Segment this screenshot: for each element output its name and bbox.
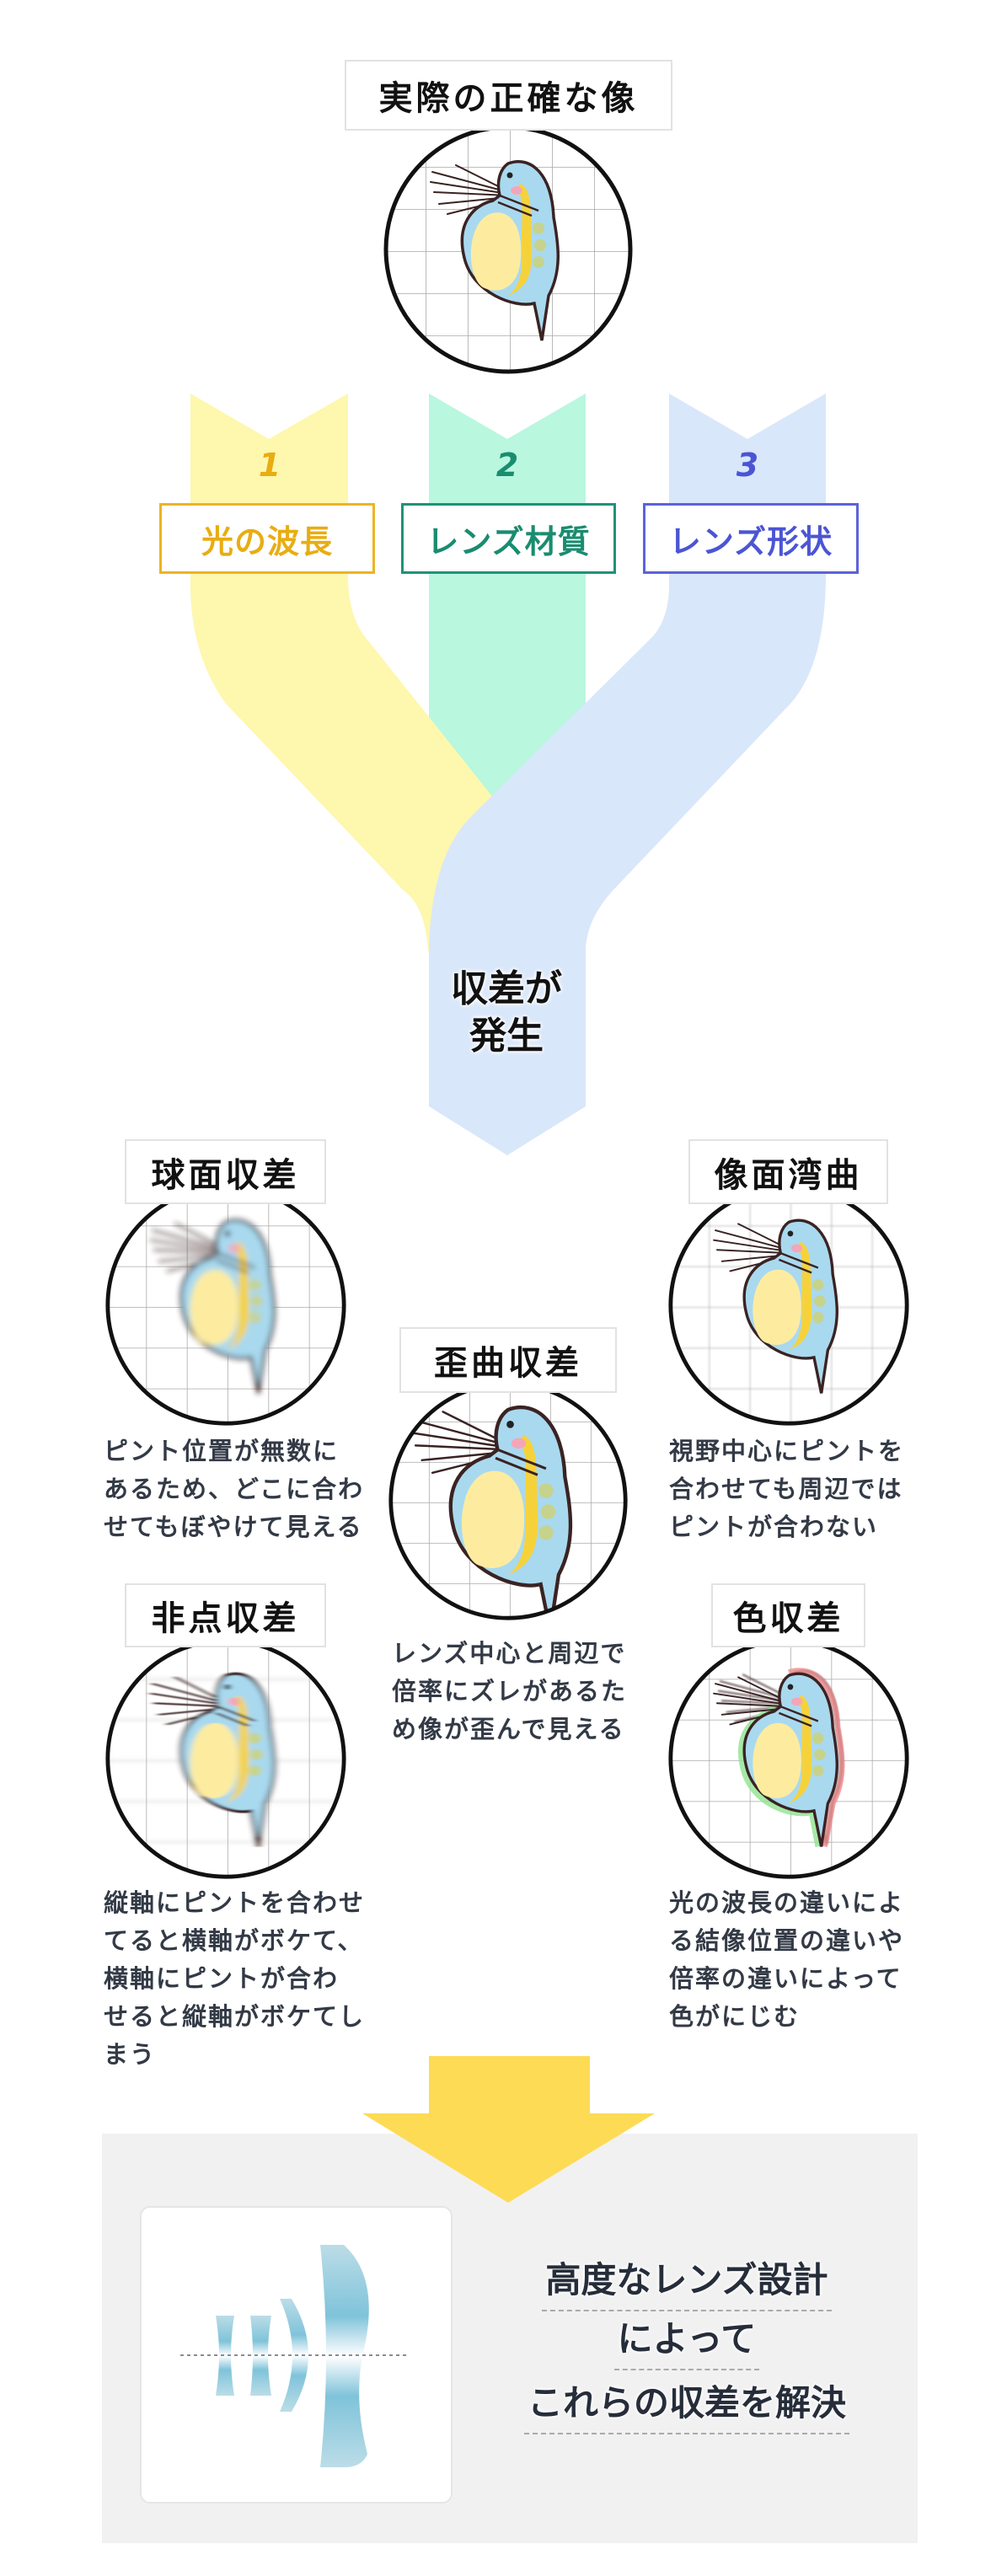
- distortion-description: レンズ中心と周辺で 倍率にズレがあるた め像が歪んで見える: [392, 1635, 627, 1749]
- desc-line: 合わせても周辺では: [669, 1475, 903, 1503]
- desc-line: 倍率にズレがあるた: [392, 1677, 628, 1706]
- chromatic-aberration-description: 光の波長の違いによ る結像位置の違いや 倍率の違いによって 色がにじむ: [669, 1884, 904, 2036]
- lens-element-3: [280, 2299, 308, 2412]
- lens-element-1: [216, 2316, 234, 2396]
- desc-line: め像が歪んで見える: [392, 1715, 625, 1743]
- chromatic-aberration-circle: [668, 1638, 909, 1879]
- solution-text: 高度なレンズ設計: [542, 2252, 832, 2311]
- desc-line: あるため、どこに合わ: [104, 1475, 365, 1503]
- aberration-result-label: 収差が 発生: [427, 966, 586, 1060]
- astigmatism-title: 非点収差: [125, 1583, 326, 1647]
- spherical-aberration-title: 球面収差: [125, 1139, 326, 1204]
- cause-label-wavelength: 光の波長: [159, 503, 375, 574]
- cause-label-lens-material: レンズ材質: [401, 503, 616, 574]
- cause-number-3: 3: [736, 447, 759, 484]
- field-curvature-circle: [668, 1185, 909, 1426]
- lens-system-icon: [180, 2245, 408, 2467]
- desc-line: 色がにじむ: [669, 2002, 801, 2031]
- solution-line-1: 高度なレンズ設計: [506, 2252, 868, 2311]
- solution-line-2: によって: [506, 2311, 868, 2370]
- desc-line: 光の波長の違いによ: [669, 1888, 905, 1917]
- field-curvature-description: 視野中心にピントを 合わせても周辺では ピントが合わない: [669, 1433, 904, 1546]
- lens-element-2: [250, 2316, 271, 2396]
- lens-element-4: [320, 2245, 369, 2467]
- desc-line: る結像位置の違いや: [669, 1926, 905, 1955]
- desc-line: 縦軸にピントを合わせ: [104, 1888, 366, 1917]
- distortion-title: 歪曲収差: [399, 1327, 617, 1393]
- desc-line: 倍率の違いによって: [669, 1964, 903, 1993]
- result-line-2: 発生: [469, 1015, 544, 1058]
- desc-line: レンズ中心と周辺で: [392, 1639, 627, 1668]
- desc-line: ピントが合わない: [669, 1513, 879, 1541]
- band-green: [429, 394, 586, 809]
- desc-line: てると横軸がボケて、: [104, 1926, 364, 1955]
- spherical-aberration-circle: [105, 1185, 346, 1426]
- desc-line: まう: [104, 2040, 157, 2069]
- desc-line: 視野中心にピントを: [669, 1437, 905, 1465]
- field-curvature-title: 像面湾曲: [688, 1139, 888, 1204]
- chromatic-aberration-title: 色収差: [711, 1583, 865, 1647]
- solution-text: によって: [613, 2311, 760, 2370]
- accurate-image-circle: [383, 125, 633, 374]
- desc-line: せてもぼやけて見える: [104, 1513, 363, 1541]
- cause-number-1: 1: [258, 447, 281, 484]
- desc-line: 横軸にピントが合わ: [104, 1964, 340, 1993]
- accurate-image-title: 実際の正確な像: [345, 60, 672, 131]
- astigmatism-circle: [105, 1638, 346, 1879]
- lens-diagram-card: [140, 2206, 453, 2504]
- solution-line-3: これらの収差を解決: [506, 2375, 868, 2434]
- result-line-1: 収差が: [451, 967, 562, 1010]
- solution-text: これらの収差を解決: [523, 2375, 849, 2434]
- cause-label-lens-shape: レンズ形状: [643, 503, 859, 574]
- distortion-circle: [388, 1381, 628, 1620]
- astigmatism-description: 縦軸にピントを合わせ てると横軸がボケて、 横軸にピントが合わ せると縦軸がボケ…: [104, 1884, 365, 2074]
- band-blue: [429, 394, 826, 1155]
- desc-line: ピント位置が無数に: [104, 1437, 340, 1465]
- spherical-aberration-description: ピント位置が無数に あるため、どこに合わ せてもぼやけて見える: [104, 1433, 364, 1546]
- desc-line: せると縦軸がボケてし: [104, 2002, 366, 2031]
- cause-number-2: 2: [495, 447, 519, 484]
